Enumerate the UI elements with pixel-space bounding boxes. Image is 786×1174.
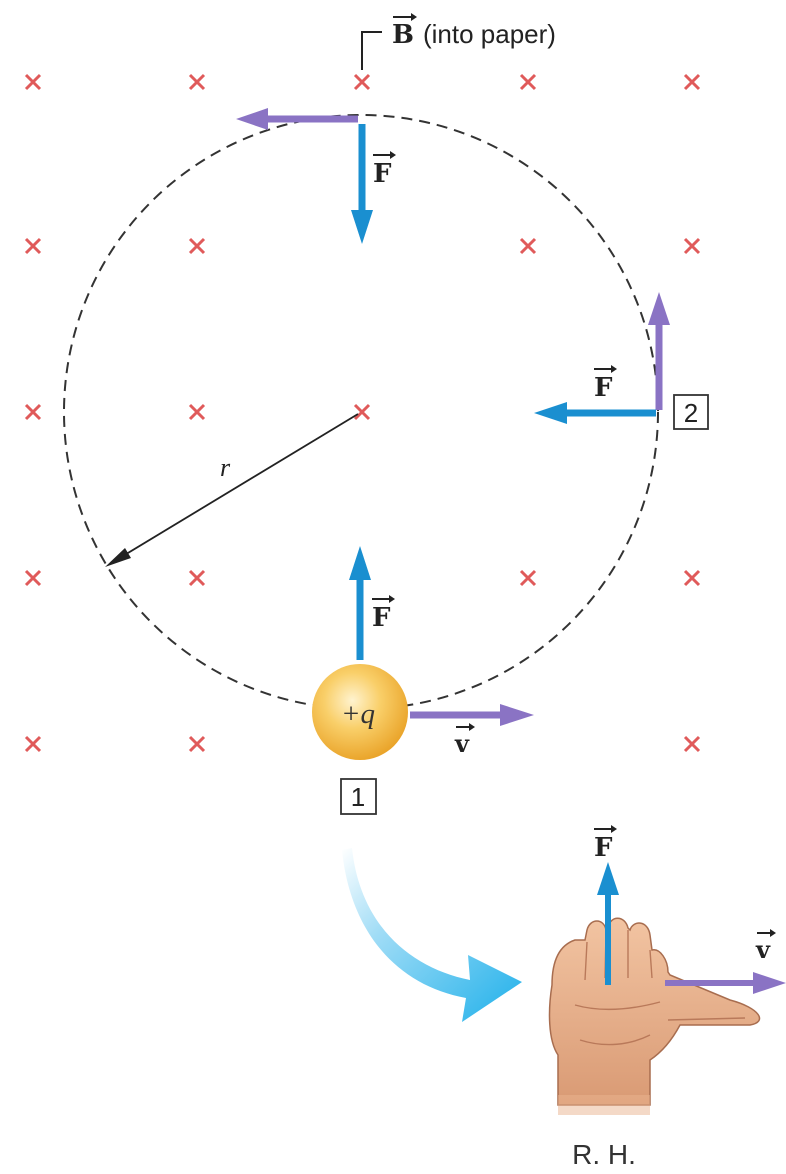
charge <box>312 664 408 760</box>
field-x-marker <box>683 73 701 91</box>
velocity-arrowhead-top <box>236 108 268 130</box>
charge-label: +q <box>341 698 375 730</box>
field-label: B (into paper) <box>361 13 556 70</box>
force-label-bottom: F <box>372 603 391 633</box>
force-label-hand-arrowhead <box>611 825 617 833</box>
field-x-marker <box>188 569 206 587</box>
position-2-box <box>673 394 709 430</box>
hand-wrist-shadow <box>558 1095 650 1115</box>
circular-path <box>63 114 659 710</box>
velocity-label-hand: v <box>755 935 771 964</box>
field-x-marker <box>188 735 206 753</box>
curved-arrow-body <box>342 848 522 1022</box>
curved-arrow <box>342 848 522 1022</box>
right-hand-caption: R. H. <box>572 1139 636 1170</box>
field-x-marker <box>188 403 206 421</box>
force-label-top-arrowhead <box>390 151 396 159</box>
force-arrowhead-top <box>351 210 373 244</box>
force-label-right: F <box>594 373 613 403</box>
position-2: F 2 <box>534 292 709 430</box>
force-arrowhead-bottom <box>349 546 371 580</box>
field-x-marker <box>188 237 206 255</box>
field-x-marker <box>24 569 42 587</box>
radius: r <box>105 413 359 567</box>
top-position: F <box>236 108 396 244</box>
force-label-bottom-arrowhead <box>389 595 395 603</box>
field-x-marker <box>24 237 42 255</box>
force-label-right-arrowhead <box>611 365 617 373</box>
field-caption: (into paper) <box>423 19 556 49</box>
force-arrowhead-right <box>534 402 567 424</box>
velocity-label-bottom: v <box>454 729 470 758</box>
field-x-marker <box>683 569 701 587</box>
field-x-marker <box>188 73 206 91</box>
force-arrowhead-hand <box>597 862 619 895</box>
field-symbol: B <box>392 20 414 50</box>
force-label-top: F <box>373 159 392 189</box>
field-x-marker <box>353 403 371 421</box>
field-x-marker <box>24 735 42 753</box>
field-x-marker <box>24 403 42 421</box>
field-x-marker <box>683 237 701 255</box>
position-1-label: 1 <box>351 782 365 812</box>
field-vector-arrowhead <box>411 13 417 21</box>
velocity-arrowhead-bottom <box>500 704 534 726</box>
velocity-arrowhead-hand <box>753 972 786 994</box>
field-x-marker <box>353 73 371 91</box>
force-label-hand: F <box>594 833 613 863</box>
field-x-marker <box>519 237 537 255</box>
field-x-marker <box>24 73 42 91</box>
radius-line <box>117 413 359 560</box>
radius-arrowhead <box>105 548 131 567</box>
position-1: F v +q 1 <box>312 546 534 815</box>
hand-palm <box>548 917 761 1106</box>
field-x-marker <box>683 735 701 753</box>
radius-label: r <box>220 453 231 482</box>
field-x-marker <box>519 569 537 587</box>
position-2-label: 2 <box>684 398 698 428</box>
hand-illustration <box>548 917 761 1115</box>
field-x-marker <box>519 73 537 91</box>
field-label-leader <box>361 31 382 70</box>
velocity-label-bottom-arrowhead <box>469 723 475 731</box>
velocity-arrowhead-right <box>648 292 670 325</box>
hand-crease-lines <box>574 1001 746 1046</box>
position-1-box <box>340 778 377 815</box>
right-hand: F v R. H. <box>548 825 786 1170</box>
velocity-label-hand-arrowhead <box>770 929 776 937</box>
